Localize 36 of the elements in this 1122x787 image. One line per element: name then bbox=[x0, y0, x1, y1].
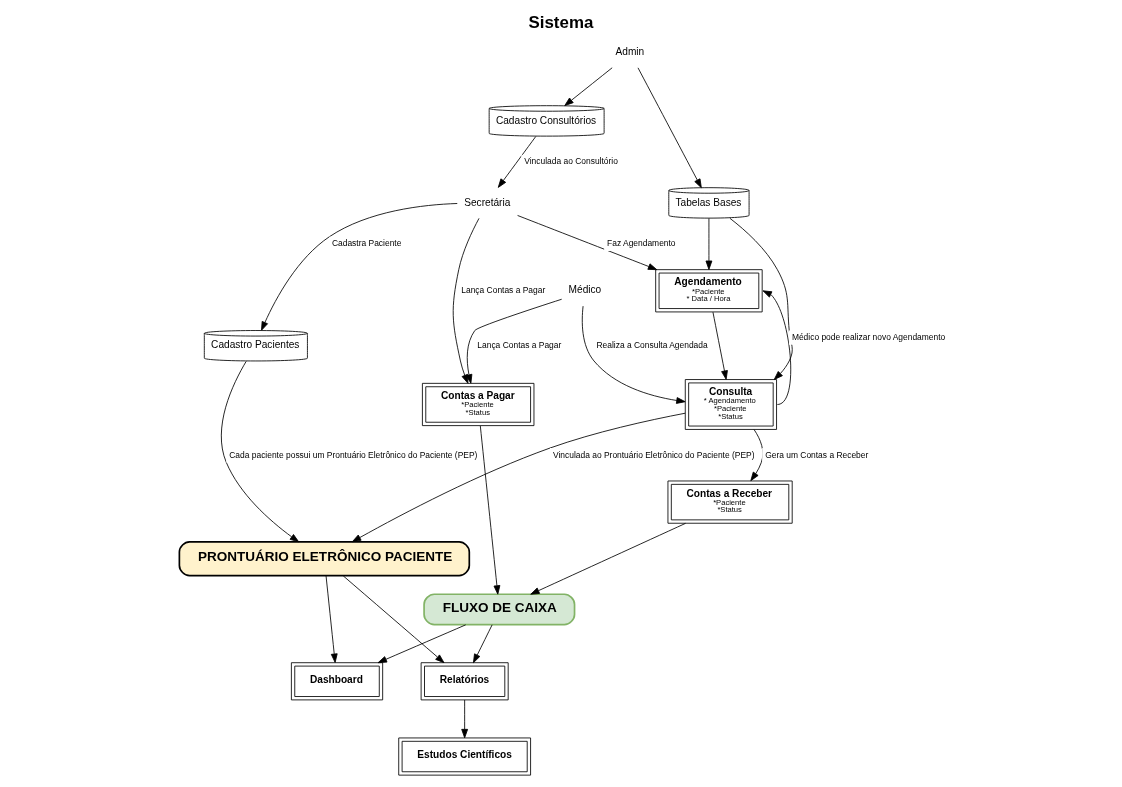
node-box: FLUXO DE CAIXA bbox=[422, 593, 575, 626]
arrow bbox=[637, 67, 702, 189]
edge-label: Faz Agendamento bbox=[606, 238, 676, 249]
arrow bbox=[497, 136, 536, 188]
arrow bbox=[260, 203, 458, 331]
arrow bbox=[581, 305, 686, 404]
arrow bbox=[377, 624, 466, 664]
node-box: PRONTUÁRIO ELETRÔNICO PACIENTE bbox=[178, 541, 470, 577]
arrow bbox=[762, 290, 791, 405]
edge-label: Realiza a Consulta Agendada bbox=[596, 340, 708, 351]
edge-label: Lança Contas a Pagar bbox=[476, 340, 561, 351]
node-text: Secretária bbox=[463, 196, 510, 208]
edge-label: Vinculada ao Consultório bbox=[523, 156, 618, 167]
diagram-title: Sistema bbox=[528, 12, 593, 32]
arrow bbox=[460, 699, 468, 739]
edge-label: Gera um Contas a Receber bbox=[764, 449, 868, 460]
edge-label: Cadastra Paciente bbox=[331, 238, 401, 249]
arrow bbox=[479, 425, 500, 595]
edge-label: Cada paciente possui um Prontuário Eletrônico do Paciente (PEP) bbox=[228, 449, 477, 460]
arrow bbox=[705, 217, 712, 270]
node-text: Médico bbox=[568, 284, 601, 296]
arrow bbox=[220, 360, 299, 543]
arrow bbox=[342, 575, 444, 664]
arrow bbox=[563, 67, 613, 107]
edge-label: Médico pode realizar novo Agendamento bbox=[791, 332, 945, 343]
arrow bbox=[452, 217, 479, 384]
arrow bbox=[472, 624, 493, 664]
arrow bbox=[712, 311, 728, 380]
arrow bbox=[325, 575, 338, 663]
edge-label: Vinculada ao Prontuário Eletrônico do Paciente (PEP) bbox=[552, 449, 755, 460]
edge-label: Lança Contas a Pagar bbox=[460, 285, 545, 296]
node-text: Admin bbox=[615, 46, 644, 58]
arrow bbox=[729, 217, 793, 380]
arrow bbox=[516, 215, 657, 271]
arrow bbox=[351, 412, 686, 543]
arrow bbox=[529, 522, 686, 595]
